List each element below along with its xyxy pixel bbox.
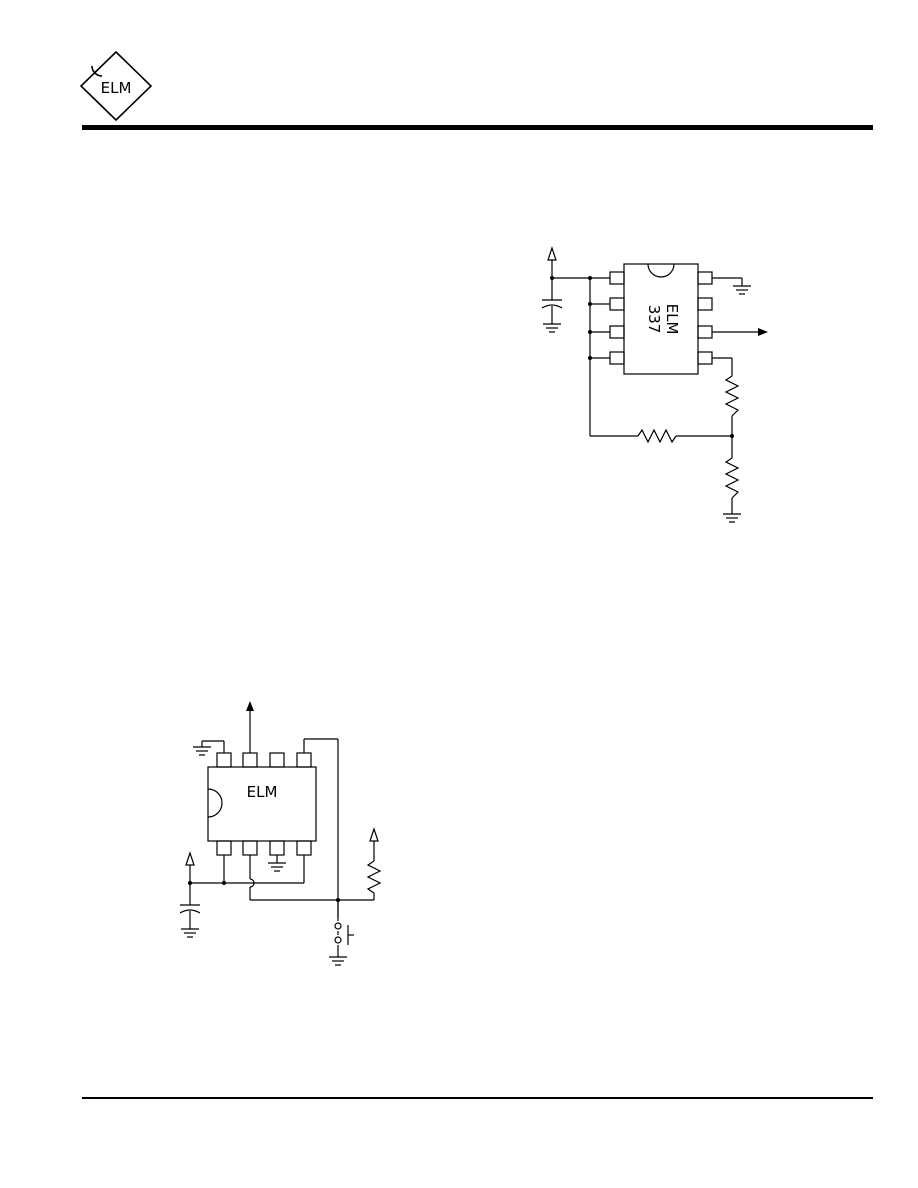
schematic-elm-pushbutton: ELM <box>180 701 382 966</box>
chip-label-line1: ELM <box>663 304 681 335</box>
schematic-elm337: ELM 337 <box>541 246 768 523</box>
chip-label: ELM <box>247 783 278 801</box>
header-rule <box>82 125 873 130</box>
footer-rule <box>82 1097 873 1099</box>
logo-text: ELM <box>101 79 132 97</box>
elm-logo: ELM <box>79 50 153 122</box>
chip-label-line2: 337 <box>645 305 663 334</box>
